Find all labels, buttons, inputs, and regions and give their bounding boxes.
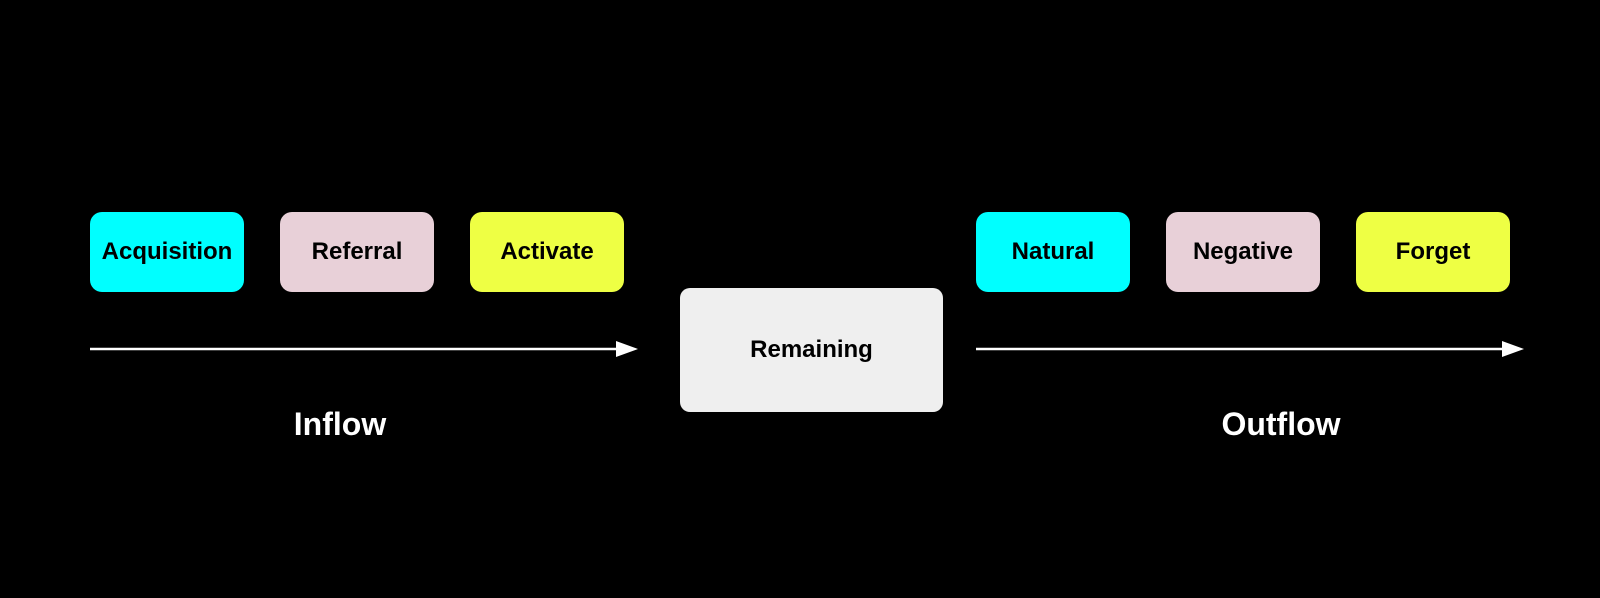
stage-acquisition: Acquisition (90, 212, 244, 292)
inflow-arrow-head (616, 341, 638, 357)
inflow-arrow (90, 341, 638, 357)
stage-activate-label: Activate (500, 238, 594, 265)
stage-acquisition-label: Acquisition (101, 238, 233, 265)
stage-forget: Forget (1356, 212, 1510, 292)
stage-negative-label: Negative (1192, 238, 1294, 265)
stage-referral-label: Referral (311, 238, 403, 265)
stage-referral: Referral (280, 212, 434, 292)
stage-activate: Activate (470, 212, 624, 292)
stage-forget-label: Forget (1395, 238, 1471, 265)
stage-natural: Natural (976, 212, 1130, 292)
remaining-label: Remaining (750, 336, 873, 363)
outflow-label: Outflow (1221, 406, 1341, 442)
inflow-label: Inflow (293, 406, 387, 442)
stage-negative: Negative (1166, 212, 1320, 292)
outflow-arrow (976, 341, 1524, 357)
stage-natural-label: Natural (1011, 238, 1095, 265)
remaining-box: Remaining (680, 288, 943, 412)
outflow-arrow-head (1502, 341, 1524, 357)
